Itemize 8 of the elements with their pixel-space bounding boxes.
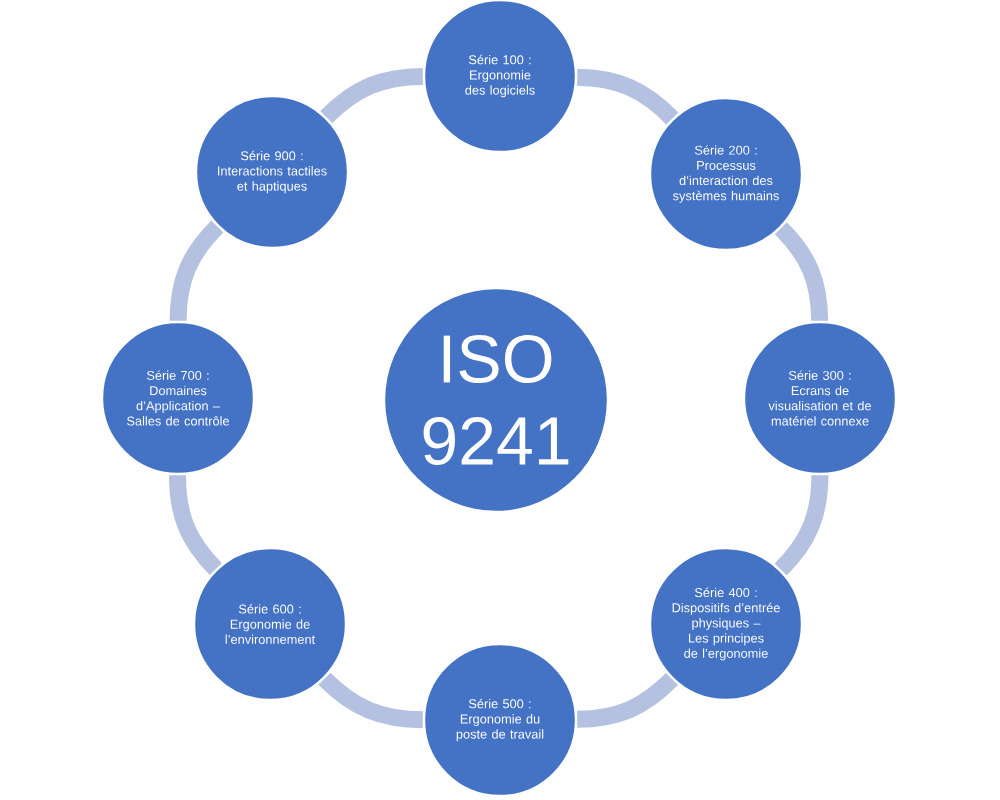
ring-arc <box>576 68 679 125</box>
ring-arc <box>169 220 224 321</box>
ring-arc <box>576 672 678 728</box>
ring-arc <box>774 222 829 322</box>
ring-arc <box>320 67 424 124</box>
ring-arc <box>318 672 424 729</box>
ring-arc <box>169 475 222 575</box>
ring-arc <box>774 474 829 576</box>
